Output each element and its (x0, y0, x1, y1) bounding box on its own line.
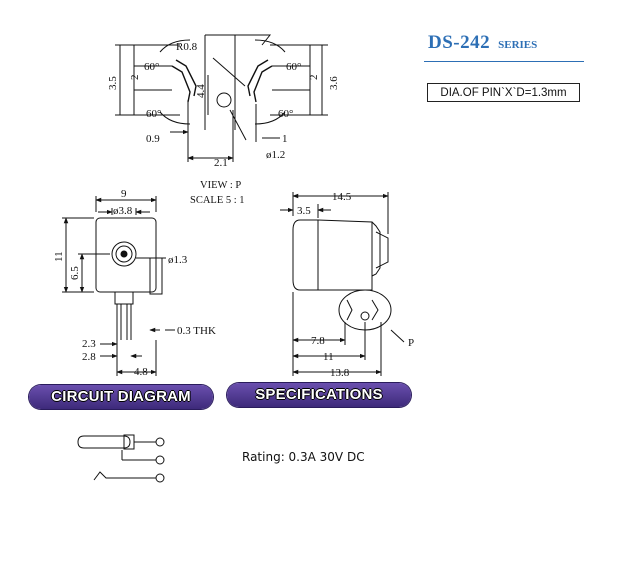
label-2-left: 2 (129, 75, 141, 81)
circuit-diagram-header: CIRCUIT DIAGRAM (29, 385, 213, 409)
label-09: 0.9 (146, 133, 160, 145)
product-title: DS-242 SERIES (428, 32, 537, 54)
label-35-left: 3.5 (107, 76, 119, 90)
pin-diameter-note: DIA.OF PIN`X`D=1.3mm (427, 83, 580, 102)
front-view (62, 196, 175, 376)
view-label: VIEW : P (200, 180, 241, 191)
label-phi13: ø1.3 (168, 254, 188, 266)
rating-text: Rating: 0.3A 30V DC (242, 450, 365, 464)
label-angle-tl: 60° (144, 61, 159, 73)
label-phi38: ø3.8 (113, 205, 133, 217)
model-number: DS-242 (428, 32, 491, 53)
label-angle-bl: 60° (146, 108, 161, 120)
label-p: P (408, 337, 414, 349)
series-label: SERIES (498, 39, 538, 51)
front-view-labels: 9 ø3.8 11 6.5 ø1.3 0.3 THK 2.3 2.8 4.8 (53, 188, 216, 378)
top-view (115, 34, 328, 162)
label-78: 7.8 (311, 335, 325, 347)
label-1: 1 (282, 133, 288, 145)
label-36: 3.6 (328, 76, 340, 90)
label-65: 6.5 (69, 266, 81, 280)
side-view (280, 192, 405, 376)
label-angle-br: 60° (278, 108, 293, 120)
label-21: 2.1 (214, 157, 228, 169)
top-view-labels: R0.8 60° 60° 60° 60° 3.5 2 4.4 2 3.6 0.9… (107, 41, 340, 169)
label-23: 2.3 (82, 338, 96, 350)
specifications-label: SPECIFICATIONS (255, 386, 383, 403)
label-44: 4.4 (195, 84, 207, 98)
label-9: 9 (121, 188, 127, 200)
label-145: 14.5 (332, 191, 352, 203)
label-11-side: 11 (323, 351, 334, 363)
label-phi12: ø1.2 (266, 149, 285, 161)
label-2-right: 2 (308, 75, 320, 81)
label-35-side: 3.5 (297, 205, 311, 217)
label-48: 4.8 (134, 366, 148, 378)
label-138: 13.8 (330, 367, 350, 379)
side-view-labels: 14.5 3.5 7.8 11 13.8 P (297, 191, 414, 379)
label-28: 2.8 (82, 351, 96, 363)
circuit-symbol (77, 434, 165, 483)
scale-label: SCALE 5 : 1 (190, 195, 245, 206)
label-angle-tr: 60° (286, 61, 301, 73)
label-r08: R0.8 (176, 41, 198, 53)
label-thk: 0.3 THK (177, 325, 216, 337)
view-scale-label: VIEW : P SCALE 5 : 1 (190, 180, 245, 206)
label-11-height: 11 (53, 251, 65, 262)
circuit-diagram-label: CIRCUIT DIAGRAM (51, 388, 191, 405)
specifications-header: SPECIFICATIONS (227, 383, 411, 407)
title-underline (424, 61, 584, 62)
